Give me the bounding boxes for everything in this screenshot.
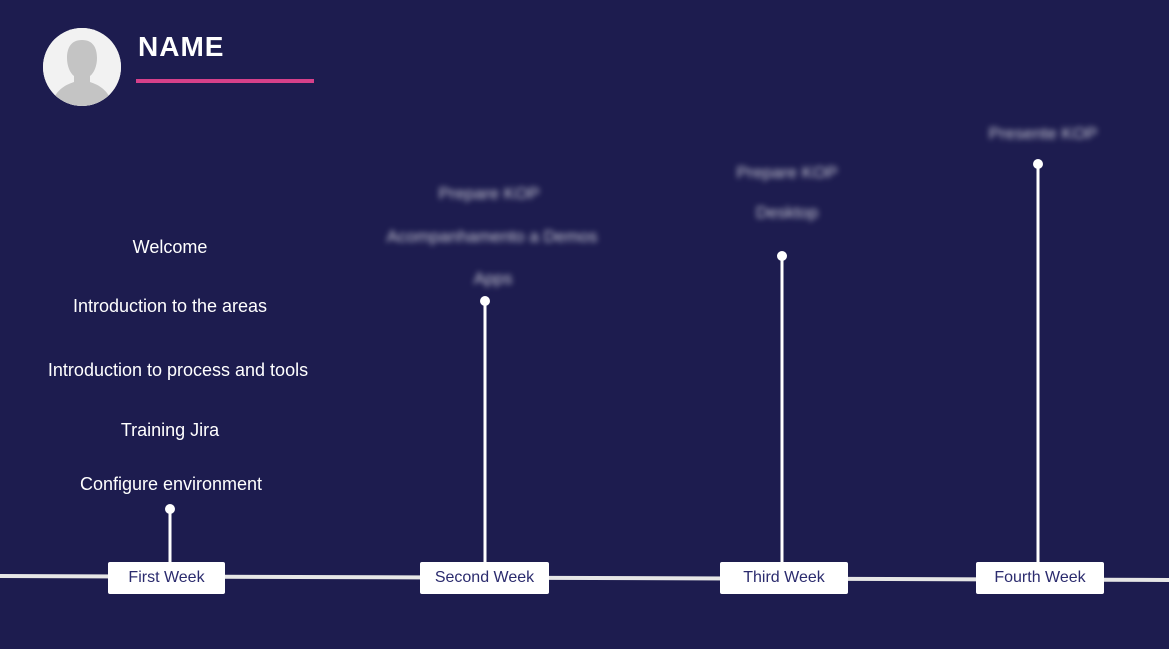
- user-silhouette-icon: [43, 28, 121, 106]
- task-item: Desktop: [755, 203, 819, 222]
- task-item: Introduction to process and tools: [47, 360, 309, 380]
- week-label-third: Third Week: [720, 562, 848, 594]
- stem-dot-first-week: [165, 504, 175, 514]
- task-item: Presente KOP: [988, 124, 1098, 143]
- stem-dot-second-week: [480, 296, 490, 306]
- stem-dot-fourth-week: [1033, 159, 1043, 169]
- title-underline: [136, 79, 314, 83]
- page-title: NAME: [138, 31, 225, 62]
- week-label-second: Second Week: [420, 562, 549, 594]
- task-item: Apps: [473, 269, 513, 288]
- week-label-first: First Week: [108, 562, 225, 594]
- task-item: Prepare KOP: [736, 163, 838, 182]
- task-item: Introduction to the areas: [72, 296, 268, 316]
- task-item: Configure environment: [79, 474, 263, 494]
- task-item: Training Jira: [120, 420, 220, 440]
- stem-dot-third-week: [777, 251, 787, 261]
- avatar: [43, 28, 121, 106]
- task-item: Prepare KOP: [438, 184, 540, 203]
- week-label-fourth: Fourth Week: [976, 562, 1104, 594]
- task-item: Acompanhamento a Demos: [386, 227, 598, 246]
- task-item: Welcome: [132, 237, 208, 257]
